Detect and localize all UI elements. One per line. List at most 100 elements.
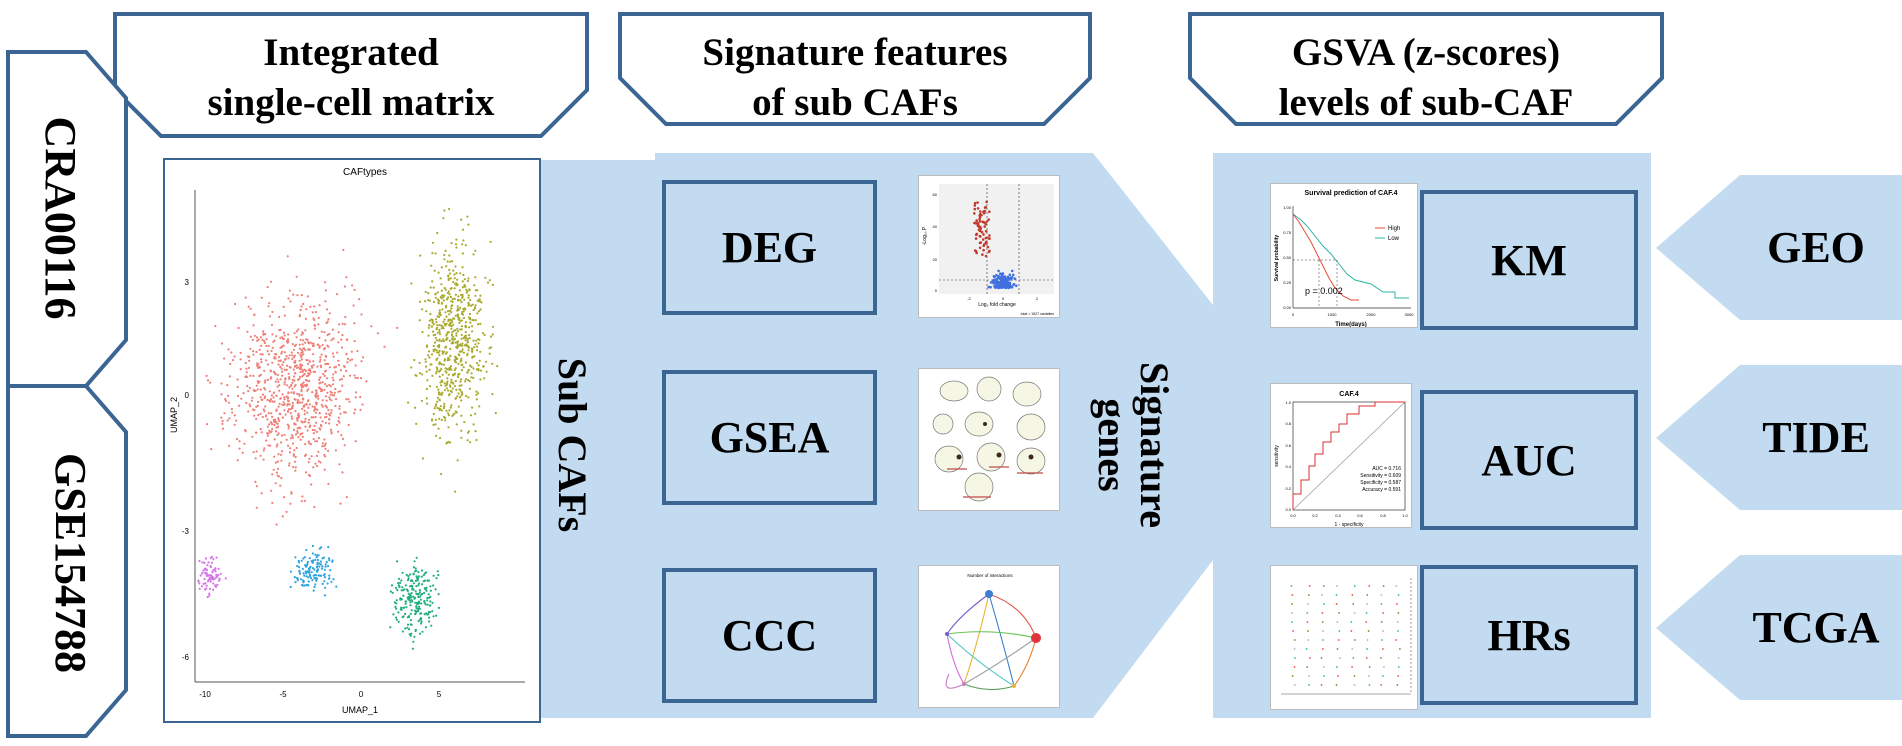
umap-cell-point bbox=[291, 401, 294, 404]
umap-cell-point bbox=[432, 574, 435, 577]
roc-ytick: 1.0 bbox=[1285, 400, 1291, 405]
umap-cell-point bbox=[472, 339, 475, 342]
umap-cell-point bbox=[485, 360, 488, 363]
umap-cell-point bbox=[259, 373, 262, 376]
umap-cell-point bbox=[429, 385, 432, 388]
umap-cell-point bbox=[296, 431, 299, 434]
umap-cell-point bbox=[425, 310, 428, 313]
umap-cell-point bbox=[440, 379, 443, 382]
umap-cell-point bbox=[314, 389, 317, 392]
umap-cell-point bbox=[415, 556, 418, 559]
umap-cell-point bbox=[303, 499, 306, 502]
umap-cell-point bbox=[311, 342, 314, 345]
umap-cell-point bbox=[448, 393, 451, 396]
umap-cell-point bbox=[266, 378, 269, 381]
umap-cell-point bbox=[325, 385, 329, 388]
umap-cell-point bbox=[292, 454, 295, 457]
umap-cell-point bbox=[309, 576, 313, 580]
umap-cell-point bbox=[450, 287, 453, 290]
umap-cell-point bbox=[399, 598, 402, 601]
deg-point bbox=[1007, 283, 1011, 286]
umap-cell-point bbox=[446, 441, 449, 444]
umap-cell-point bbox=[435, 366, 438, 369]
deg-point bbox=[981, 253, 984, 256]
umap-cell-point bbox=[428, 319, 431, 322]
umap-cell-point bbox=[425, 365, 428, 368]
umap-cell-point bbox=[477, 392, 480, 395]
roc-diagonal bbox=[1292, 401, 1406, 511]
ccc-title: Number of interactions bbox=[967, 573, 1013, 578]
umap-cell-point bbox=[312, 416, 315, 419]
umap-cell-point bbox=[299, 433, 302, 436]
hr-point bbox=[1366, 639, 1369, 641]
umap-cell-point bbox=[288, 377, 291, 380]
umap-cell-point bbox=[346, 357, 350, 360]
deg-point bbox=[979, 235, 982, 238]
umap-cell-point bbox=[332, 373, 335, 376]
umap-cell-point bbox=[351, 358, 354, 361]
umap-cell-point bbox=[464, 324, 467, 327]
umap-cell-point bbox=[449, 295, 452, 299]
hr-point bbox=[1308, 585, 1311, 587]
umap-cell-point bbox=[301, 368, 304, 371]
umap-cell-point bbox=[274, 353, 277, 356]
umap-cell-point bbox=[323, 359, 326, 362]
umap-cell-point bbox=[338, 405, 341, 408]
umap-cell-point bbox=[435, 614, 438, 617]
umap-cell-point bbox=[468, 288, 471, 291]
umap-cell-point bbox=[331, 337, 335, 340]
umap-cell-point bbox=[211, 569, 215, 572]
umap-cell-point bbox=[316, 464, 319, 468]
umap-cell-point bbox=[323, 388, 326, 391]
umap-cell-point bbox=[228, 375, 231, 378]
umap-cell-point bbox=[424, 358, 427, 361]
deg-point bbox=[979, 227, 983, 230]
umap-cell-point bbox=[308, 418, 311, 421]
hr-point bbox=[1320, 684, 1323, 686]
umap-cell-point bbox=[476, 362, 479, 365]
umap-cell-point bbox=[300, 390, 303, 393]
umap-cell-point bbox=[200, 585, 203, 588]
deg-point bbox=[1010, 276, 1013, 279]
hr-point bbox=[1365, 657, 1368, 659]
umap-cell-point bbox=[461, 310, 464, 314]
umap-cell-point bbox=[326, 333, 329, 337]
umap-cell-point bbox=[300, 349, 303, 352]
umap-cell-point bbox=[449, 260, 452, 263]
umap-cell-point bbox=[319, 376, 322, 379]
hr-point bbox=[1352, 657, 1355, 659]
umap-cell-point bbox=[208, 594, 211, 597]
umap-cell-point bbox=[431, 601, 434, 604]
umap-cell-point bbox=[210, 561, 213, 564]
km-title: Survival prediction of CAF.4 bbox=[1305, 190, 1398, 197]
umap-cell-point bbox=[327, 345, 330, 348]
umap-cell-point bbox=[444, 367, 447, 370]
umap-cell-point bbox=[444, 419, 447, 422]
umap-cell-point bbox=[256, 339, 259, 342]
umap-cell-point bbox=[462, 366, 465, 369]
hr-point bbox=[1322, 666, 1325, 668]
umap-cell-point bbox=[287, 444, 290, 447]
umap-cell-point bbox=[314, 558, 317, 561]
umap-cell-point bbox=[268, 302, 271, 305]
deg-point bbox=[973, 207, 977, 211]
umap-cell-point bbox=[460, 378, 463, 381]
umap-cell-point bbox=[305, 375, 309, 378]
hr-point bbox=[1293, 648, 1296, 650]
umap-cell-point bbox=[457, 316, 460, 319]
umap-cell-point bbox=[389, 626, 392, 629]
umap-cell-point bbox=[307, 567, 310, 570]
hr-point bbox=[1380, 594, 1383, 596]
umap-cell-point bbox=[455, 334, 458, 337]
umap-cell-point bbox=[453, 317, 456, 320]
umap-cell-point bbox=[227, 401, 230, 404]
umap-cell-point bbox=[263, 340, 266, 343]
deg-point bbox=[1001, 277, 1004, 281]
umap-cell-point bbox=[238, 440, 241, 443]
umap-cell-point bbox=[266, 363, 269, 366]
umap-cell-point bbox=[212, 582, 215, 585]
umap-cell-point bbox=[253, 334, 256, 337]
deg-point bbox=[984, 229, 988, 233]
umap-cell-point bbox=[467, 396, 470, 399]
umap-cell-point bbox=[446, 260, 449, 263]
